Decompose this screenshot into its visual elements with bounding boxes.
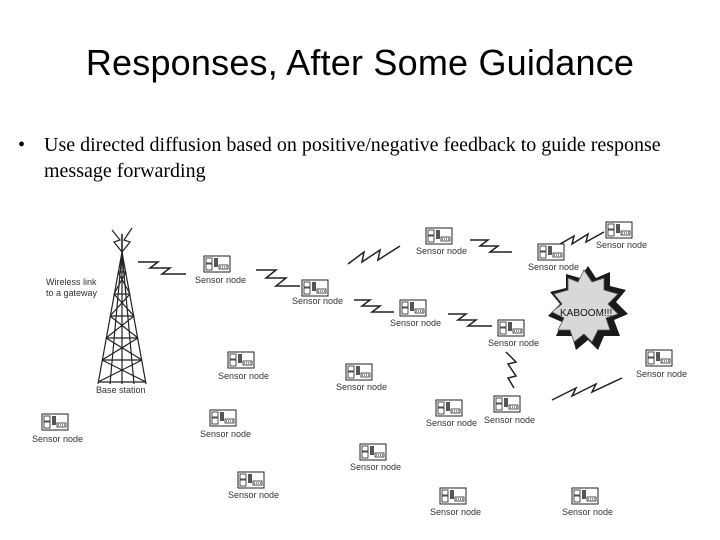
sensor-node-label: Sensor node	[484, 415, 535, 425]
radio-link-bolt	[256, 270, 300, 286]
sensor-node-label: Sensor node	[195, 275, 246, 285]
sensor-node: Sensor node	[636, 350, 687, 379]
sensor-node-label: Sensor node	[596, 240, 647, 250]
base-station-tower	[98, 228, 146, 384]
sensor-node: Sensor node	[350, 444, 401, 472]
sensor-node: Sensor node	[484, 396, 535, 425]
sensor-node: Sensor node	[195, 256, 246, 285]
sensor-node: Sensor node	[488, 320, 539, 348]
sensor-node-label: Sensor node	[32, 434, 83, 444]
sensor-node-label: Sensor node	[430, 507, 481, 517]
sensor-node: Sensor node	[228, 472, 279, 500]
sensor-node: Sensor node	[218, 352, 269, 381]
radio-link-bolt	[354, 300, 394, 312]
sensor-node-label: Sensor node	[488, 338, 539, 348]
sensor-node: Sensor node	[32, 414, 83, 444]
wireless-link-label-line1: Wireless link	[46, 277, 97, 287]
sensor-node-label: Sensor node	[218, 371, 269, 381]
sensor-node: Sensor node	[336, 364, 387, 392]
radio-link-bolt	[552, 378, 622, 400]
sensor-node-label: Sensor node	[228, 490, 279, 500]
radio-link-bolt	[448, 314, 492, 326]
sensor-node: Sensor node	[416, 228, 467, 256]
sensor-node-label: Sensor node	[426, 418, 477, 428]
sensor-node: Sensor node	[528, 244, 579, 272]
sensor-node-label: Sensor node	[562, 507, 613, 517]
sensor-node-label: Sensor node	[336, 382, 387, 392]
sensor-node: Sensor node	[426, 400, 477, 428]
sensor-node-label: Sensor node	[200, 429, 251, 439]
radio-link-bolt	[470, 240, 512, 252]
sensor-node-label: Sensor node	[528, 262, 579, 272]
sensor-node: Sensor node	[562, 488, 613, 517]
sensor-node: Sensor node	[430, 488, 481, 517]
kaboom-event: KABOOM!!!	[548, 266, 628, 350]
kaboom-label: KABOOM!!!	[560, 308, 612, 319]
sensor-node-label: Sensor node	[390, 318, 441, 328]
wireless-link-label-line2: to a gateway	[46, 288, 98, 298]
radio-link-bolt	[506, 352, 516, 388]
sensor-node-label: Sensor node	[292, 296, 343, 306]
radio-link-bolt	[138, 262, 186, 274]
sensor-node: Sensor node	[390, 300, 441, 328]
sensor-node: Sensor node	[200, 410, 251, 439]
sensor-node-label: Sensor node	[636, 369, 687, 379]
sensor-node: Sensor node	[596, 222, 647, 250]
sensor-node-label: Sensor node	[350, 462, 401, 472]
radio-link-bolt	[348, 246, 400, 264]
sensor-node-label: Sensor node	[416, 246, 467, 256]
sensor-node: Sensor node	[292, 280, 343, 306]
base-station-label: Base station	[96, 385, 146, 395]
